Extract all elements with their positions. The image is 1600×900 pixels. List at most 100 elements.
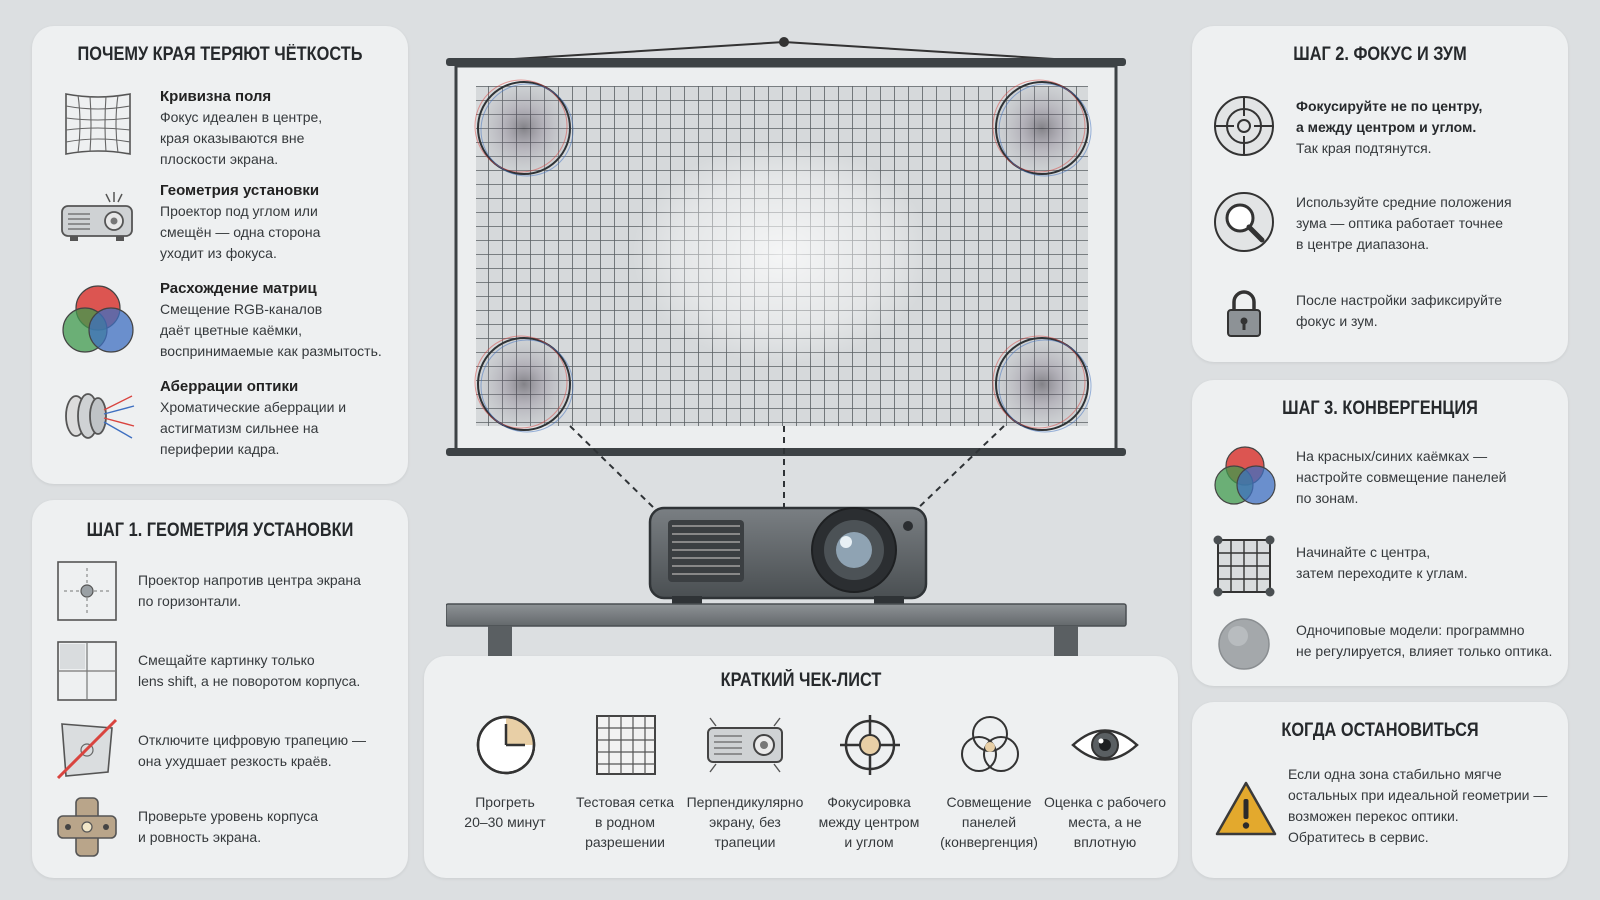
- step3-text: затем переходите к углам.: [1296, 565, 1468, 581]
- step2-text: Так края подтянутся.: [1296, 140, 1432, 156]
- step1-item: Смещайте картинку только lens shift, а н…: [32, 638, 408, 708]
- cause-text: уходит из фокуса.: [160, 245, 277, 261]
- step3-text: не регулируется, влияет только оптика.: [1296, 643, 1553, 659]
- cause-text: астигматизм сильнее на: [160, 420, 319, 436]
- blurred-corner: [992, 335, 1092, 433]
- checklist-label: трапеции: [714, 834, 776, 850]
- step3-item: Одночиповые модели: программно не регули…: [1192, 612, 1568, 682]
- no-keystone-icon: [56, 718, 118, 780]
- stop-text: Если одна зона стабильно мягче: [1288, 766, 1502, 782]
- checklist-label: Прогреть: [475, 794, 535, 810]
- step1-item: Проектор напротив центра экрана по гориз…: [32, 558, 408, 628]
- step3-panel: ШАГ 3. КОНВЕРГЕНЦИЯ На красных/синих каё…: [1192, 380, 1568, 686]
- step1-item: Отключите цифровую трапецию — она ухудша…: [32, 718, 408, 788]
- step2-title: ШАГ 2. ФОКУС И ЗУМ: [1293, 44, 1467, 65]
- step2-text-strong: а между центром и углом.: [1296, 119, 1477, 135]
- cause-text: Хроматические аберрации и: [160, 399, 347, 415]
- cause-text: Проектор под углом или: [160, 203, 318, 219]
- projection-line: [569, 425, 657, 511]
- step3-item: На красных/синих каёмках — настройте сов…: [1192, 442, 1568, 522]
- cause-title: Аберрации оптики: [160, 378, 299, 395]
- step1-panel: ШАГ 1. ГЕОМЕТРИЯ УСТАНОВКИ Проектор напр…: [32, 500, 408, 878]
- stop-title: КОГДА ОСТАНОВИТЬСЯ: [1281, 720, 1479, 741]
- magnifier-icon: [1214, 192, 1274, 252]
- step1-text: она ухудшает резкость краёв.: [138, 753, 332, 769]
- step3-text: настройте совмещение панелей: [1296, 469, 1507, 485]
- convergence-icon: [961, 716, 1019, 772]
- perpendicular-projector-icon: [707, 717, 783, 773]
- checklist-label: Перпендикулярно: [686, 794, 804, 810]
- step1-text: Отключите цифровую трапецию —: [138, 732, 367, 748]
- warning-icon: [1215, 781, 1277, 836]
- cause-title: Расхождение матриц: [160, 280, 317, 297]
- projector-table: [446, 603, 1127, 627]
- screen-bottom-bar: [446, 448, 1126, 456]
- step1-text: lens shift, а не поворотом корпуса.: [138, 673, 361, 689]
- causes-title: ПОЧЕМУ КРАЯ ТЕРЯЮТ ЧЁТКОСТЬ: [77, 44, 363, 65]
- step3-title: ШАГ 3. КОНВЕРГЕНЦИЯ: [1282, 398, 1478, 419]
- causes-panel: ПОЧЕМУ КРАЯ ТЕРЯЮТ ЧЁТКОСТЬ Кривизна пол…: [32, 26, 408, 484]
- stop-text: возможен перекос оптики.: [1288, 808, 1459, 824]
- cause-text: плоскости экрана.: [160, 151, 279, 167]
- step2-item: После настройки зафиксируйте фокус и зум…: [1192, 282, 1568, 352]
- step3-item: Начинайте с центра, затем переходите к у…: [1192, 534, 1568, 604]
- checklist-label: между центром: [818, 814, 920, 830]
- step3-text: На красных/синих каёмках —: [1296, 448, 1488, 464]
- warmup-clock-icon: [476, 715, 536, 775]
- checklist-label: Совмещение: [946, 794, 1032, 810]
- focus-target-icon: [1214, 96, 1274, 156]
- cause-text: Фокус идеален в центре,: [160, 109, 323, 125]
- checklist-label: Оценка с рабочего: [1043, 794, 1166, 810]
- checklist-label: вплотную: [1073, 834, 1137, 850]
- step3-text: по зонам.: [1296, 490, 1359, 506]
- checklist-label: и углом: [844, 834, 894, 850]
- step3-text: Одночиповые модели: программно: [1296, 622, 1525, 638]
- cause-text: воспринимаемые как размытость.: [160, 343, 382, 359]
- checklist-label: места, а не: [1068, 814, 1142, 830]
- checklist-label: экрану, без: [709, 814, 781, 830]
- checklist-label: Фокусировка: [827, 794, 911, 810]
- cause-item: Аберрации оптики Хроматические аберрации…: [32, 376, 408, 466]
- level-icon: [57, 797, 117, 857]
- step2-panel: ШАГ 2. ФОКУС И ЗУМ Фокусируйте не по цен…: [1192, 26, 1568, 362]
- projector: [648, 506, 928, 604]
- step2-text: Используйте средние положения: [1296, 194, 1512, 210]
- cause-text: периферии кадра.: [160, 441, 280, 457]
- cause-text: края оказываются вне: [160, 130, 305, 146]
- step1-text: Проверьте уровень корпуса: [138, 808, 319, 824]
- single-chip-icon: [1218, 618, 1270, 670]
- step2-text: фокус и зум.: [1296, 313, 1378, 329]
- test-grid-icon: [596, 715, 656, 775]
- cause-text: даёт цветные каёмки,: [160, 322, 303, 338]
- stop-panel: КОГДА ОСТАНОВИТЬСЯ Если одна зона стабил…: [1192, 702, 1568, 878]
- zone-grid-icon: [1213, 535, 1275, 597]
- cause-item: Геометрия установки Проектор под углом и…: [32, 180, 408, 270]
- eye-icon: [1071, 729, 1139, 761]
- curved-grid-icon: [65, 93, 131, 155]
- step2-text: После настройки зафиксируйте: [1296, 292, 1502, 308]
- checklist-label: панелей: [961, 814, 1017, 830]
- cause-title: Геометрия установки: [160, 182, 320, 199]
- tilted-projector-icon: [61, 192, 133, 241]
- cause-text: Смещение RGB-каналов: [160, 301, 323, 317]
- center-target-icon: [57, 561, 117, 621]
- blurred-corner: [474, 79, 574, 177]
- checklist-label: 20–30 минут: [464, 814, 546, 830]
- step2-item: Фокусируйте не по центру, а между центро…: [1192, 90, 1568, 170]
- lock-icon: [1227, 290, 1261, 337]
- screen-top-bar: [446, 58, 1126, 66]
- step1-text: Проектор напротив центра экрана: [138, 572, 361, 588]
- checklist-title: КРАТКИЙ ЧЕК-ЛИСТ: [720, 670, 882, 691]
- blurred-corner: [474, 335, 574, 433]
- step1-text: и ровность экрана.: [138, 829, 262, 845]
- checklist-label: (конвергенция): [940, 834, 1038, 850]
- lens-aberration-icon: [65, 393, 135, 439]
- step1-text: по горизонтали.: [138, 593, 242, 609]
- checklist-label: разрешении: [585, 834, 665, 850]
- projection-line: [915, 425, 1005, 511]
- checklist-label: Тестовая сетка: [575, 794, 675, 810]
- step3-text: Начинайте с центра,: [1296, 544, 1431, 560]
- step1-text: Смещайте картинку только: [138, 652, 315, 668]
- stop-text: остальных при идеальной геометрии —: [1288, 787, 1548, 803]
- lens-shift-icon: [57, 641, 117, 701]
